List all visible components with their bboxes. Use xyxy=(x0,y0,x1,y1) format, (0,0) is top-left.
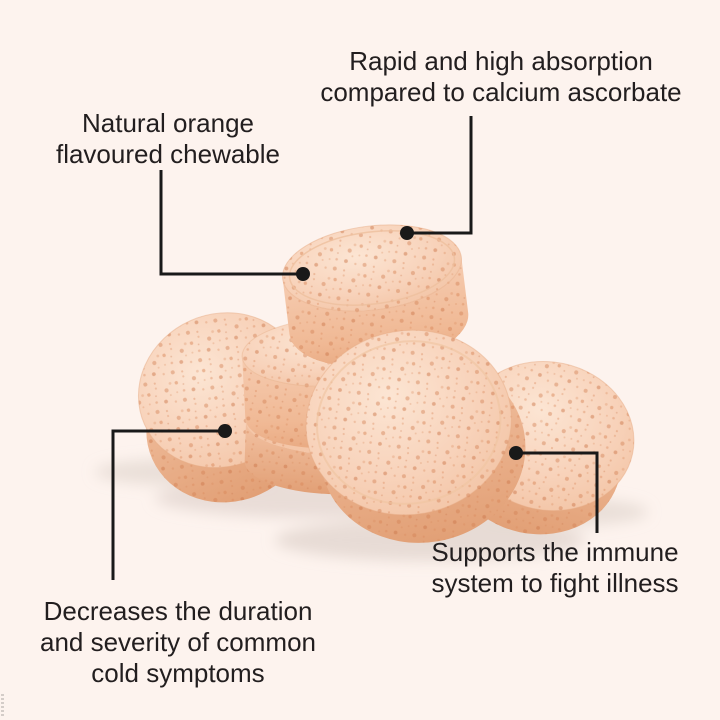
edge-watermark xyxy=(1,694,4,716)
callout-absorption-line1: Rapid and high absorption xyxy=(349,46,653,76)
callout-immune: Supports the immune system to fight illn… xyxy=(400,537,710,599)
callout-absorption: Rapid and high absorption compared to ca… xyxy=(291,46,711,108)
connector-line-cold xyxy=(111,429,219,580)
connector-dot-flavour xyxy=(296,267,310,281)
callout-absorption-line2: compared to calcium ascorbate xyxy=(320,77,682,107)
callout-flavour: Natural orange flavoured chewable xyxy=(18,108,318,170)
callout-cold-line3: cold symptoms xyxy=(91,658,265,688)
connector-line-absorption xyxy=(412,116,473,235)
tablet-front xyxy=(305,329,526,543)
callout-flavour-line2: flavoured chewable xyxy=(55,139,281,169)
callout-cold: Decreases the duration and severity of c… xyxy=(28,596,328,689)
callout-flavour-line1: Natural orange xyxy=(82,108,254,138)
connector-dot-absorption xyxy=(400,226,414,240)
connector-line-immune xyxy=(522,451,599,533)
callout-immune-line2: system to fight illness xyxy=(431,568,679,598)
connector-dot-immune xyxy=(509,446,523,460)
callout-cold-line2: and severity of common xyxy=(39,627,316,657)
connector-line-flavour xyxy=(159,170,297,276)
connector-dot-cold xyxy=(218,424,232,438)
callout-immune-line1: Supports the immune xyxy=(431,537,679,567)
callout-cold-line1: Decreases the duration xyxy=(43,596,313,626)
